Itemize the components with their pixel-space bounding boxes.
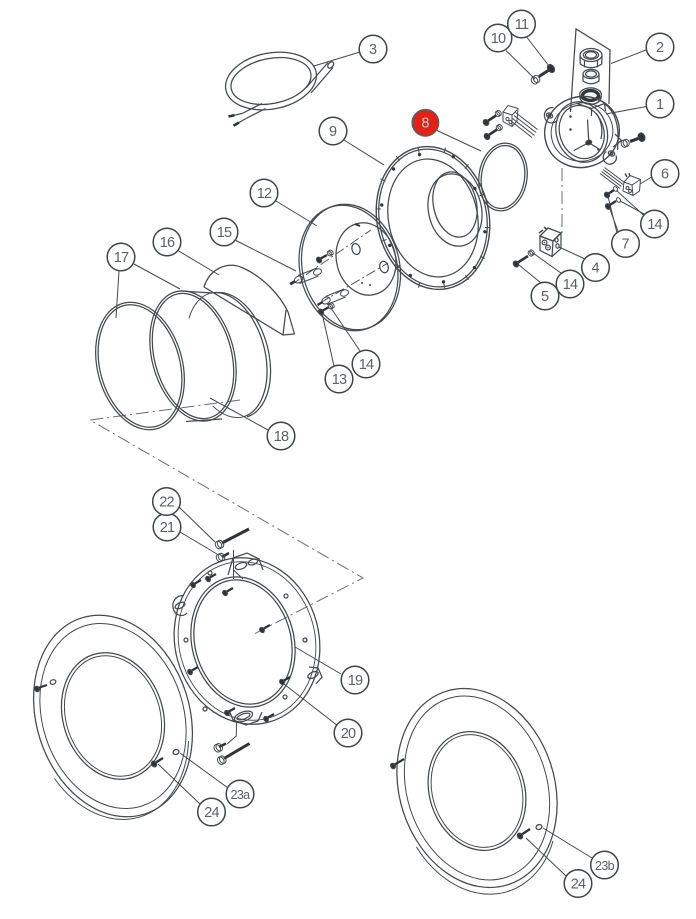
svg-text:16: 16 xyxy=(160,235,175,251)
svg-text:23b: 23b xyxy=(595,859,615,873)
svg-text:9: 9 xyxy=(329,124,337,140)
svg-text:15: 15 xyxy=(217,225,232,241)
svg-text:2: 2 xyxy=(656,40,664,56)
svg-text:24: 24 xyxy=(571,876,586,892)
svg-text:1: 1 xyxy=(656,97,664,113)
svg-text:13: 13 xyxy=(332,372,347,388)
svg-text:10: 10 xyxy=(491,31,506,47)
svg-text:3: 3 xyxy=(369,42,377,58)
svg-text:14: 14 xyxy=(359,357,374,373)
svg-text:12: 12 xyxy=(257,186,272,202)
svg-text:23a: 23a xyxy=(230,788,250,802)
svg-text:18: 18 xyxy=(274,429,289,445)
svg-text:24: 24 xyxy=(204,805,219,821)
svg-text:14: 14 xyxy=(563,277,578,293)
svg-text:6: 6 xyxy=(661,166,669,182)
svg-text:8: 8 xyxy=(421,116,429,132)
svg-text:20: 20 xyxy=(341,726,356,742)
svg-text:4: 4 xyxy=(591,260,599,276)
svg-text:7: 7 xyxy=(621,236,629,252)
svg-text:17: 17 xyxy=(114,250,129,266)
svg-text:5: 5 xyxy=(541,289,549,305)
svg-text:22: 22 xyxy=(159,494,174,510)
svg-text:14: 14 xyxy=(647,217,662,233)
svg-text:21: 21 xyxy=(160,520,175,536)
svg-text:19: 19 xyxy=(348,673,363,689)
svg-text:11: 11 xyxy=(515,17,529,33)
